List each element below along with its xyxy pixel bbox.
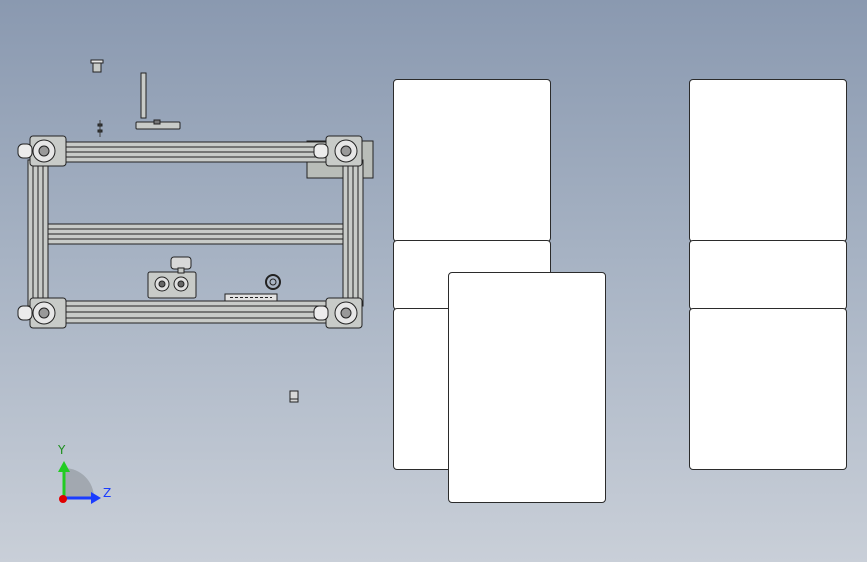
caster-bottom-right[interactable] — [313, 297, 363, 329]
sheet-panel-1[interactable] — [393, 79, 551, 242]
label-plate[interactable] — [224, 293, 278, 302]
triad-plane-icon — [64, 468, 94, 498]
z-axis-label: Z — [103, 486, 112, 500]
sheet-panel-7[interactable] — [689, 308, 847, 470]
caster-top-left[interactable] — [17, 135, 67, 167]
ring-part[interactable] — [265, 274, 281, 290]
x-axis-dot-icon — [59, 495, 67, 503]
sheet-panel-5[interactable] — [689, 79, 847, 242]
gauge-block[interactable] — [147, 256, 197, 299]
small-bracket-part[interactable] — [90, 59, 104, 73]
vertical-pin-part[interactable] — [135, 72, 181, 130]
caster-top-right[interactable] — [313, 135, 363, 167]
small-lone-part[interactable] — [289, 390, 299, 403]
sheet-panel-4[interactable] — [448, 272, 606, 503]
y-axis-label: Y — [58, 443, 66, 457]
caster-bottom-left[interactable] — [17, 297, 67, 329]
screw-part[interactable] — [97, 120, 103, 137]
